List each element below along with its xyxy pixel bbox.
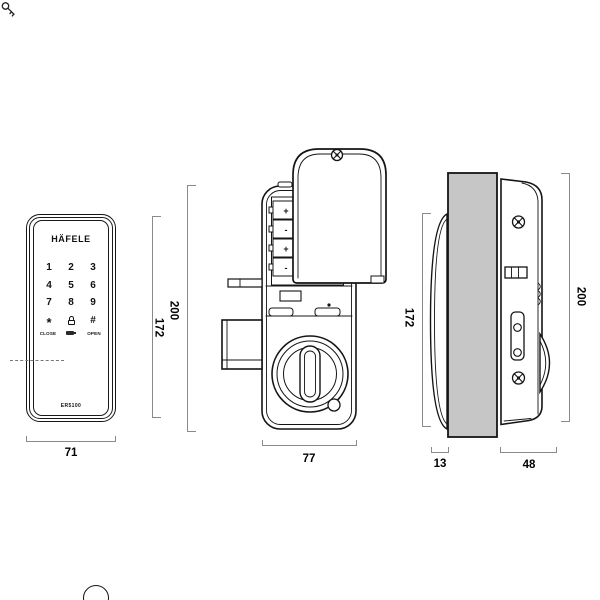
front-unit-profile (429, 212, 448, 431)
dim-bracket-front-width (26, 436, 116, 442)
phillips-screw-icon (330, 148, 344, 162)
dim-rear-depth: 48 (522, 459, 536, 471)
body-top-tab (277, 181, 293, 188)
open-label: OPEN (87, 330, 101, 336)
padlock-icon (60, 312, 82, 330)
key-7: 7 (46, 297, 52, 309)
mount-plate (510, 311, 525, 361)
door-cross-section (447, 172, 498, 438)
dim-front-height: 172 (152, 317, 165, 338)
key-icon (1, 2, 15, 17)
mount-foot (314, 307, 341, 317)
mount-foot (268, 307, 294, 317)
panel-inner-line (29, 217, 113, 419)
brand-logo: HÄFELE (51, 234, 91, 244)
battery-icon (61, 328, 79, 338)
side-view (429, 172, 551, 438)
front-panel-view: HÄFELE 1 2 3 4 5 6 7 8 9 * # CLOSE OPEN … (26, 214, 116, 600)
knob-bump (539, 331, 551, 395)
deadbolt-latch (221, 319, 263, 370)
close-label: CLOSE (39, 330, 57, 336)
battery-polarity: - (285, 225, 288, 235)
battery-polarity: + (283, 244, 288, 254)
dim-front-width: 71 (64, 447, 78, 459)
key-2: 2 (68, 262, 74, 274)
key-leader-line (10, 360, 64, 361)
cover-tab (370, 275, 385, 284)
key-star: * (46, 314, 52, 330)
rear-button (327, 398, 341, 412)
reset-switch (279, 290, 302, 302)
dim-bracket-front-height (152, 216, 161, 418)
thumbturn (271, 335, 349, 413)
rear-unit-view: + - + - (221, 148, 387, 430)
strike-tab (227, 278, 263, 288)
key-4: 4 (46, 279, 52, 291)
battery-cover (292, 148, 387, 284)
dim-bracket-side-front-height (422, 213, 431, 427)
model-label: ER5100 (60, 403, 82, 409)
dim-front-depth: 13 (433, 458, 447, 470)
dim-bracket-front-depth (431, 447, 449, 453)
dim-side-front-height: 172 (402, 307, 415, 328)
key-1: 1 (46, 262, 52, 274)
key-9: 9 (90, 297, 96, 309)
key-5: 5 (68, 279, 74, 291)
vent-lines (537, 282, 541, 306)
dim-bracket-rear-depth (500, 447, 557, 453)
battery-polarity: - (285, 263, 288, 273)
dim-bracket-side-rear-height (561, 173, 570, 422)
side-latch (504, 266, 528, 279)
key-3: 3 (90, 262, 96, 274)
phillips-screw-icon (511, 371, 526, 385)
dim-side-rear-height: 200 (574, 286, 587, 307)
keypad: 1 2 3 4 5 6 7 8 9 * # (38, 259, 104, 330)
key-8: 8 (68, 297, 74, 309)
dim-bracket-rear-height (187, 185, 196, 432)
panel-face (33, 220, 109, 416)
dim-rear-height: 200 (167, 300, 180, 321)
battery-polarity: + (283, 206, 288, 216)
key-6: 6 (90, 279, 96, 291)
dim-bracket-rear-width (262, 440, 357, 446)
indicator-dot (327, 303, 331, 307)
rear-unit-profile (500, 178, 551, 426)
key-hash: # (90, 314, 96, 326)
phillips-screw-icon (511, 215, 526, 229)
close-open-row: CLOSE OPEN (35, 328, 115, 338)
dim-rear-width: 77 (302, 453, 316, 465)
